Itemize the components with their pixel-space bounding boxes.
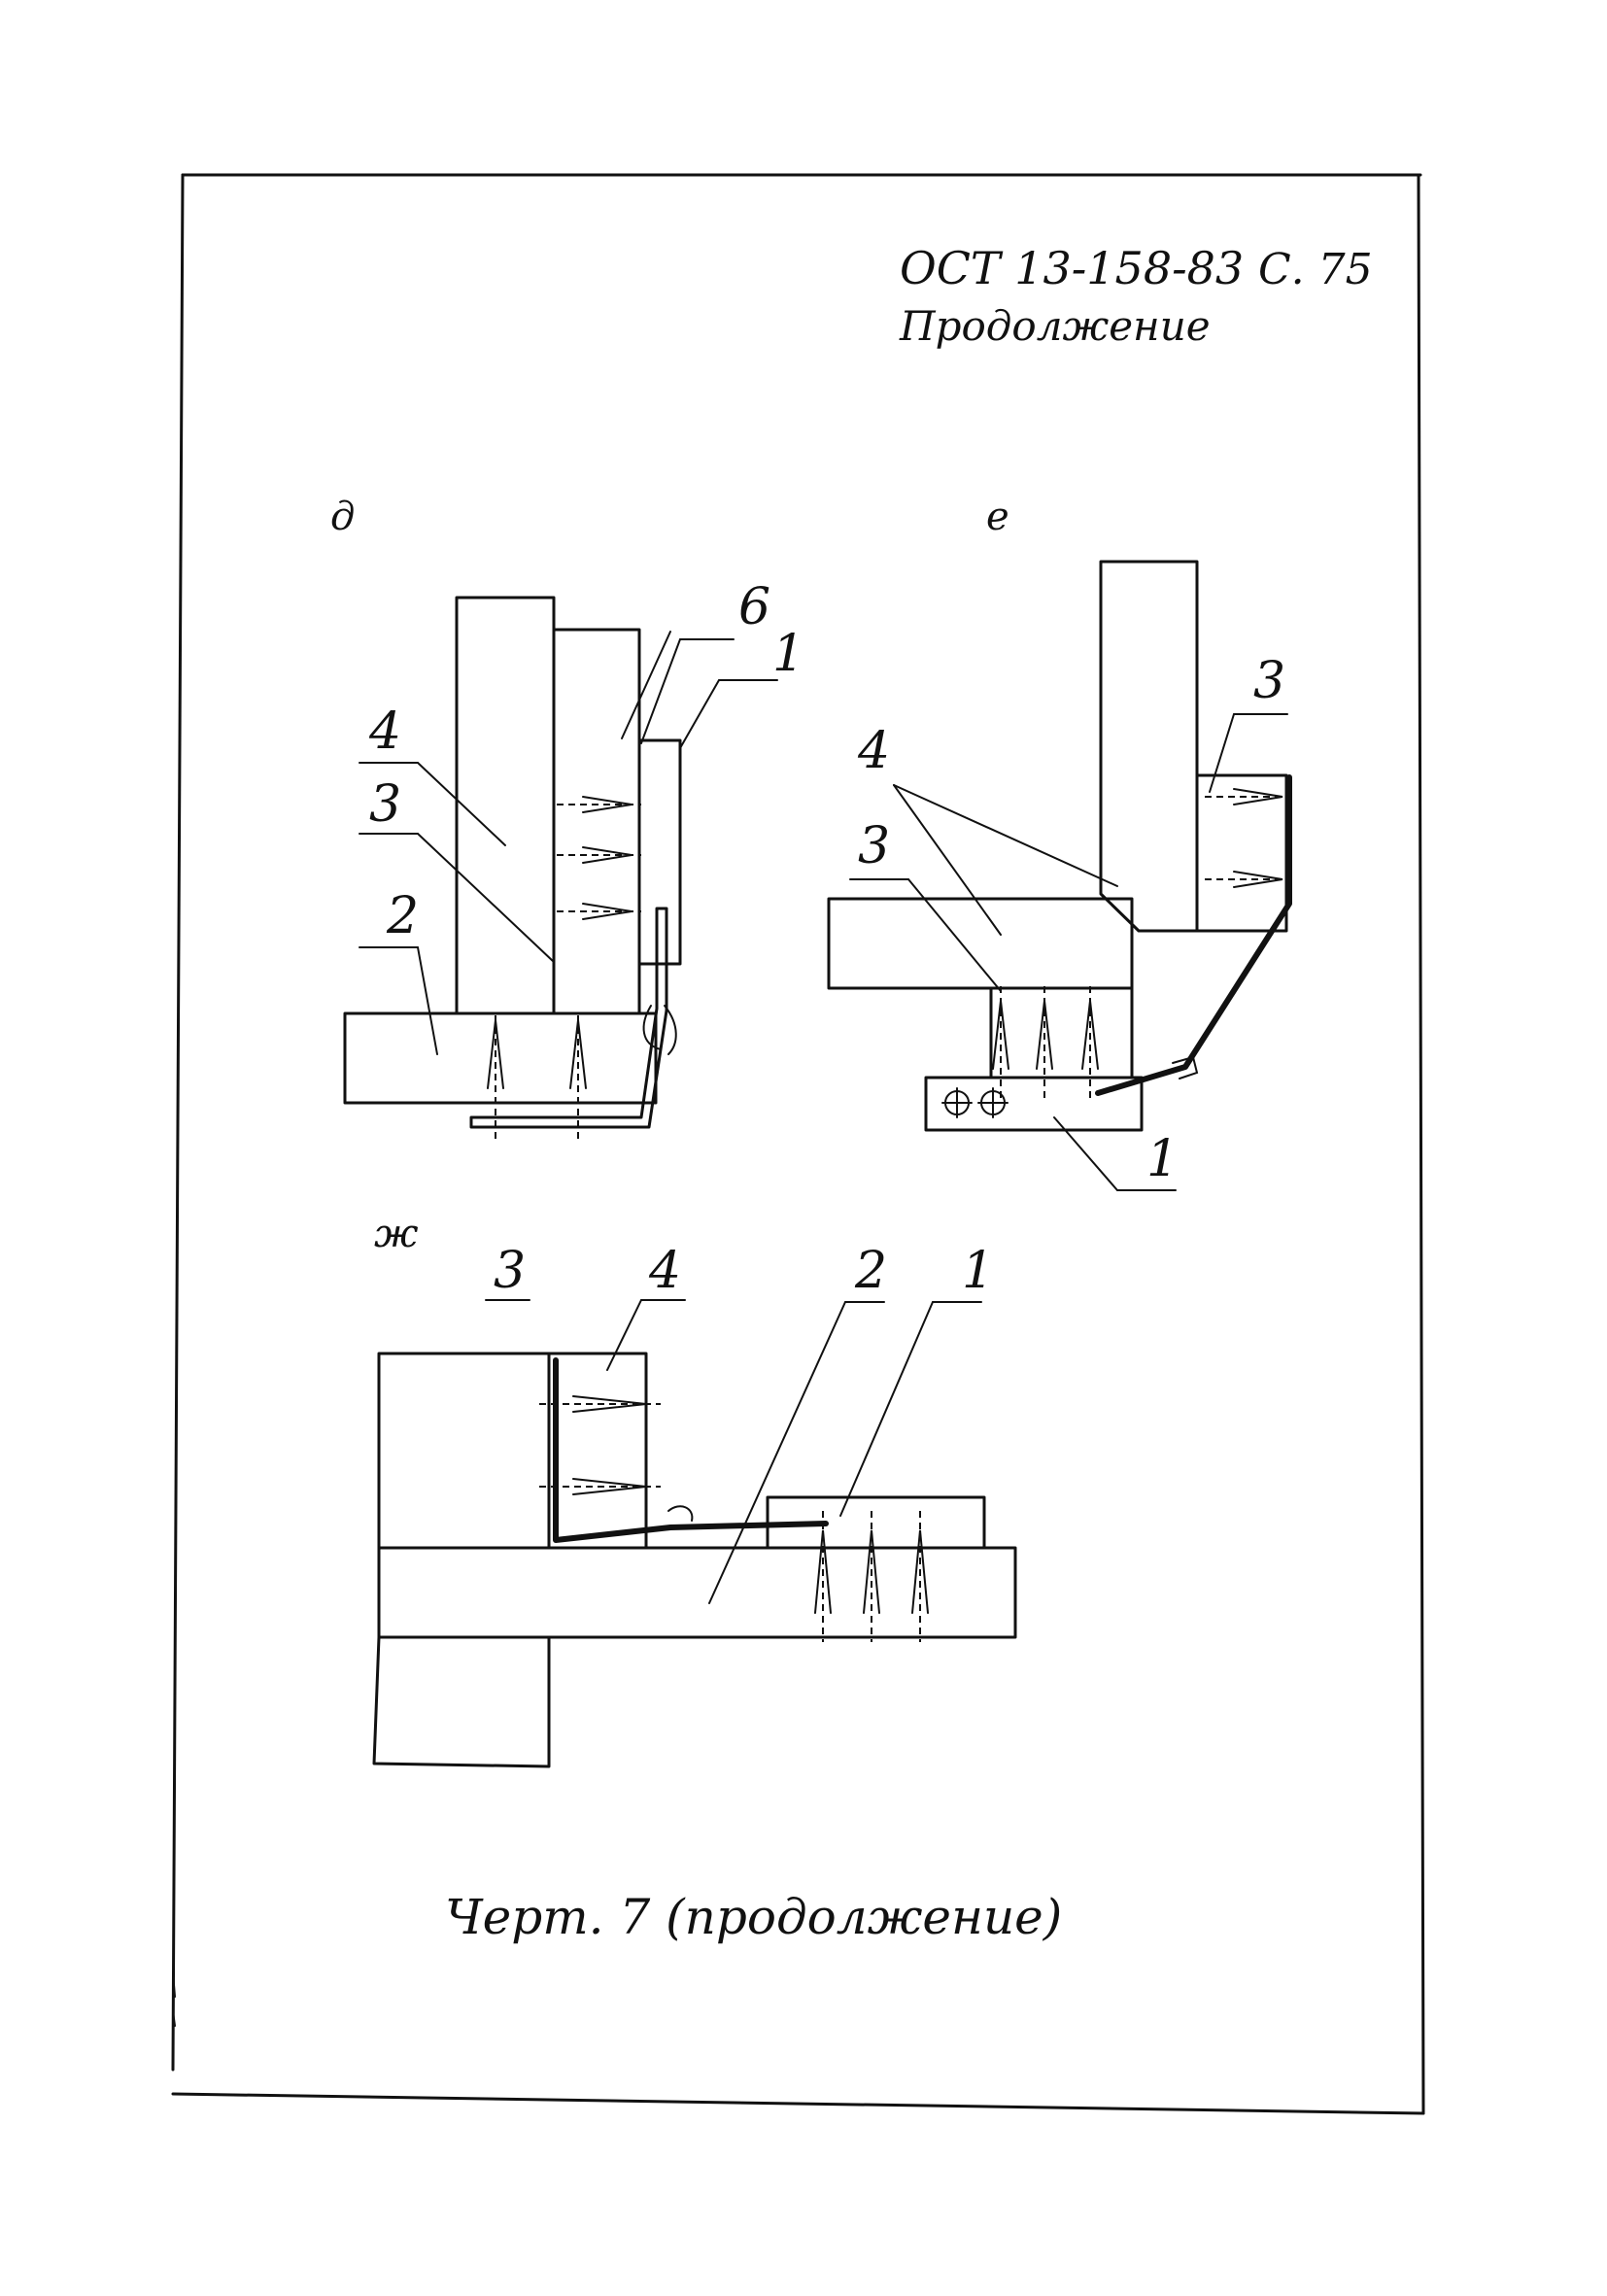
view-d-letter: д [330, 495, 355, 539]
view-e-label-3-bottom: 3 [858, 817, 890, 875]
view-d-base-nails [487, 1015, 587, 1142]
view-zh-label-4: 4 [648, 1242, 681, 1300]
view-zh-strip [553, 1357, 829, 1543]
view-e-plate-1 [924, 1076, 1144, 1132]
view-d-member-4 [455, 596, 556, 1015]
view-d-label-6: 6 [738, 578, 770, 636]
view-zh-beam-2 [377, 1546, 1017, 1639]
doc-code: ОСТ 13-158-83 [900, 242, 1244, 294]
view-zh-letter: ж [374, 1212, 419, 1256]
view-zh-lower-post [372, 1635, 551, 1768]
view-zh: ж 3 4 2 1 [372, 1212, 1017, 1768]
view-d-base-2 [343, 1011, 658, 1105]
view-e-member-4 [827, 897, 1134, 990]
view-d-label-2: 2 [386, 887, 419, 945]
view-d-label-1: 1 [772, 625, 804, 683]
view-e-strip [1095, 774, 1292, 1096]
view-zh-member-3 [377, 1352, 551, 1550]
view-d-label-4: 4 [368, 703, 401, 761]
page-label: С. 75 [1258, 245, 1373, 294]
view-d-plate-1 [637, 738, 682, 966]
view-e-label-1: 1 [1146, 1130, 1179, 1188]
view-zh-member-4 [547, 1352, 648, 1550]
view-e-vertical-member [1099, 560, 1199, 933]
view-e-label-4: 4 [857, 722, 890, 780]
view-d-nails [557, 796, 641, 920]
view-e-lower-block [989, 986, 1134, 1079]
view-d-member-3 [552, 628, 641, 1015]
view-d-label-3: 3 [369, 775, 401, 834]
view-d: д 6 1 [330, 495, 804, 1142]
figure-caption: Черт. 7 (продолжение) [445, 1889, 1062, 1945]
view-zh-label-3: 3 [494, 1242, 526, 1300]
view-zh-label-1: 1 [962, 1242, 994, 1300]
view-d-strip [469, 907, 668, 1129]
view-zh-label-2: 2 [854, 1242, 887, 1300]
sheet-frame [171, 173, 1425, 2115]
view-e-letter: е [986, 495, 1009, 539]
view-e: е 3 4 [827, 495, 1292, 1191]
view-e-label-3-top: 3 [1253, 652, 1285, 710]
continuation-subtitle: Продолжение [899, 302, 1211, 350]
